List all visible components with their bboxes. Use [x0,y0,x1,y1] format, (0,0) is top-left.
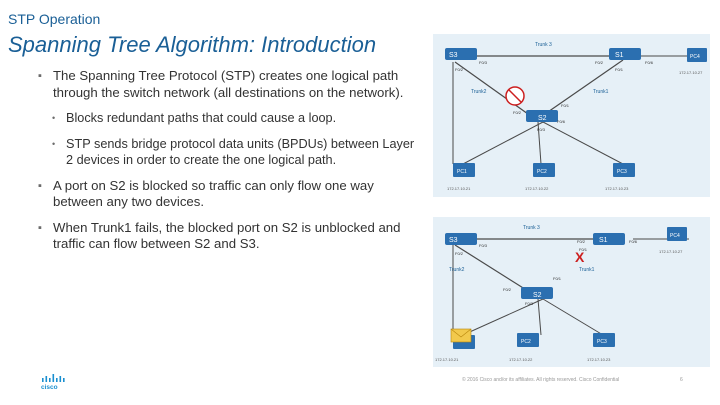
svg-text:S1: S1 [615,52,624,59]
link-pc3 [542,121,624,165]
svg-text:172.17.10.27: 172.17.10.27 [679,70,703,75]
svg-text:PC3: PC3 [617,169,627,175]
sub-bullet-blocks-paths: Blocks redundant paths that could cause … [38,110,418,127]
svg-text:172.17.10.27: 172.17.10.27 [659,249,683,254]
pc4-icon: PC4 [667,227,687,241]
svg-text:S3: S3 [449,237,458,244]
switch-s1-icon: S1 [609,48,641,60]
bullet-port-blocked: A port on S2 is blocked so traffic can o… [38,178,418,211]
svg-text:PC1: PC1 [457,169,467,175]
svg-text:PC3: PC3 [597,339,607,345]
bullet-list: The Spanning Tree Protocol (STP) creates… [38,68,418,262]
svg-text:F0/2: F0/2 [577,239,586,244]
svg-text:F0/3: F0/3 [479,243,488,248]
svg-text:F0/1: F0/1 [561,103,570,108]
page-number: 6 [680,377,683,383]
pc3-icon: PC3 [593,333,615,347]
switch-s2-icon: S2 [521,287,553,299]
bullet-trunk1-fails: When Trunk1 fails, the blocked port on S… [38,220,418,253]
svg-text:F0/2: F0/2 [513,110,522,115]
svg-text:Trunk1: Trunk1 [579,267,595,273]
svg-text:F0/6: F0/6 [645,60,654,65]
pc2-icon: PC2 [533,163,555,177]
svg-text:Trunk2: Trunk2 [449,267,465,273]
svg-text:Trunk2: Trunk2 [471,89,487,95]
svg-text:S3: S3 [449,52,458,59]
svg-text:cisco: cisco [41,384,58,390]
bullet-stp-overview: The Spanning Tree Protocol (STP) creates… [38,68,418,101]
svg-text:172.17.10.22: 172.17.10.22 [525,186,549,191]
switch-s1-icon: S1 [593,233,625,245]
switch-s3-icon: S3 [445,233,477,245]
link-pc2 [537,121,542,165]
svg-text:F0/3: F0/3 [479,60,488,65]
svg-text:172.17.10.23: 172.17.10.23 [587,357,611,362]
svg-text:PC2: PC2 [537,169,547,175]
stp-topology-trunk1-failed: X S3 S1 S2 Trunk 3 Trunk1 Trunk2 F0/3 F0… [433,217,710,367]
svg-text:F0/3: F0/3 [525,301,534,306]
svg-text:F0/2: F0/2 [455,251,464,256]
pc1-icon: PC1 [453,163,475,177]
svg-text:PC4: PC4 [690,54,700,60]
link-trunk1 [544,59,624,115]
link-trunk2 [454,244,529,292]
svg-text:Trunk1: Trunk1 [593,89,609,95]
envelope-icon [450,328,472,343]
link-pc3 [542,298,604,336]
svg-text:F0/2: F0/2 [503,287,512,292]
svg-text:172.17.10.21: 172.17.10.21 [435,357,459,362]
blocked-port-icon [505,86,525,106]
svg-text:172.17.10.22: 172.17.10.22 [509,357,533,362]
link-pc1-s2 [462,121,544,165]
cisco-logo: cisco [40,374,68,395]
pc2-icon: PC2 [517,333,539,347]
svg-text:F0/1: F0/1 [615,67,624,72]
svg-text:172.17.10.21: 172.17.10.21 [447,186,471,191]
svg-text:Trunk 3: Trunk 3 [523,225,540,231]
svg-text:F0/6: F0/6 [557,119,566,124]
switch-s2-icon: S2 [526,110,558,122]
sub-bullet-bpdus: STP sends bridge protocol data units (BP… [38,136,418,169]
svg-text:F0/3: F0/3 [537,127,546,132]
svg-text:S2: S2 [538,115,547,122]
svg-text:S2: S2 [533,292,542,299]
copyright-notice: © 2016 Cisco and/or its affiliates. All … [462,377,620,383]
slide-title: Spanning Tree Algorithm: Introduction [8,32,377,57]
switch-s3-icon: S3 [445,48,477,60]
stp-topology-normal: S3 S1 S2 Trunk 3 Trunk1 Trunk2 F0/3 F0/2… [433,34,710,197]
svg-text:F0/1: F0/1 [579,247,588,252]
svg-text:PC4: PC4 [670,233,680,239]
trunk1-failure-mark: X [575,249,585,265]
svg-text:F0/2: F0/2 [595,60,604,65]
svg-text:Trunk 3: Trunk 3 [535,42,552,48]
pc3-icon: PC3 [613,163,635,177]
svg-text:F0/1: F0/1 [553,276,562,281]
section-kicker: STP Operation [8,11,101,27]
svg-text:F0/6: F0/6 [629,239,638,244]
link-pc2 [537,298,542,336]
svg-text:172.17.10.23: 172.17.10.23 [605,186,629,191]
pc4-icon: PC4 [687,48,707,62]
svg-text:F0/2: F0/2 [455,67,464,72]
link-pc1-s2 [462,298,544,336]
svg-text:S1: S1 [599,237,608,244]
svg-text:PC2: PC2 [521,339,531,345]
